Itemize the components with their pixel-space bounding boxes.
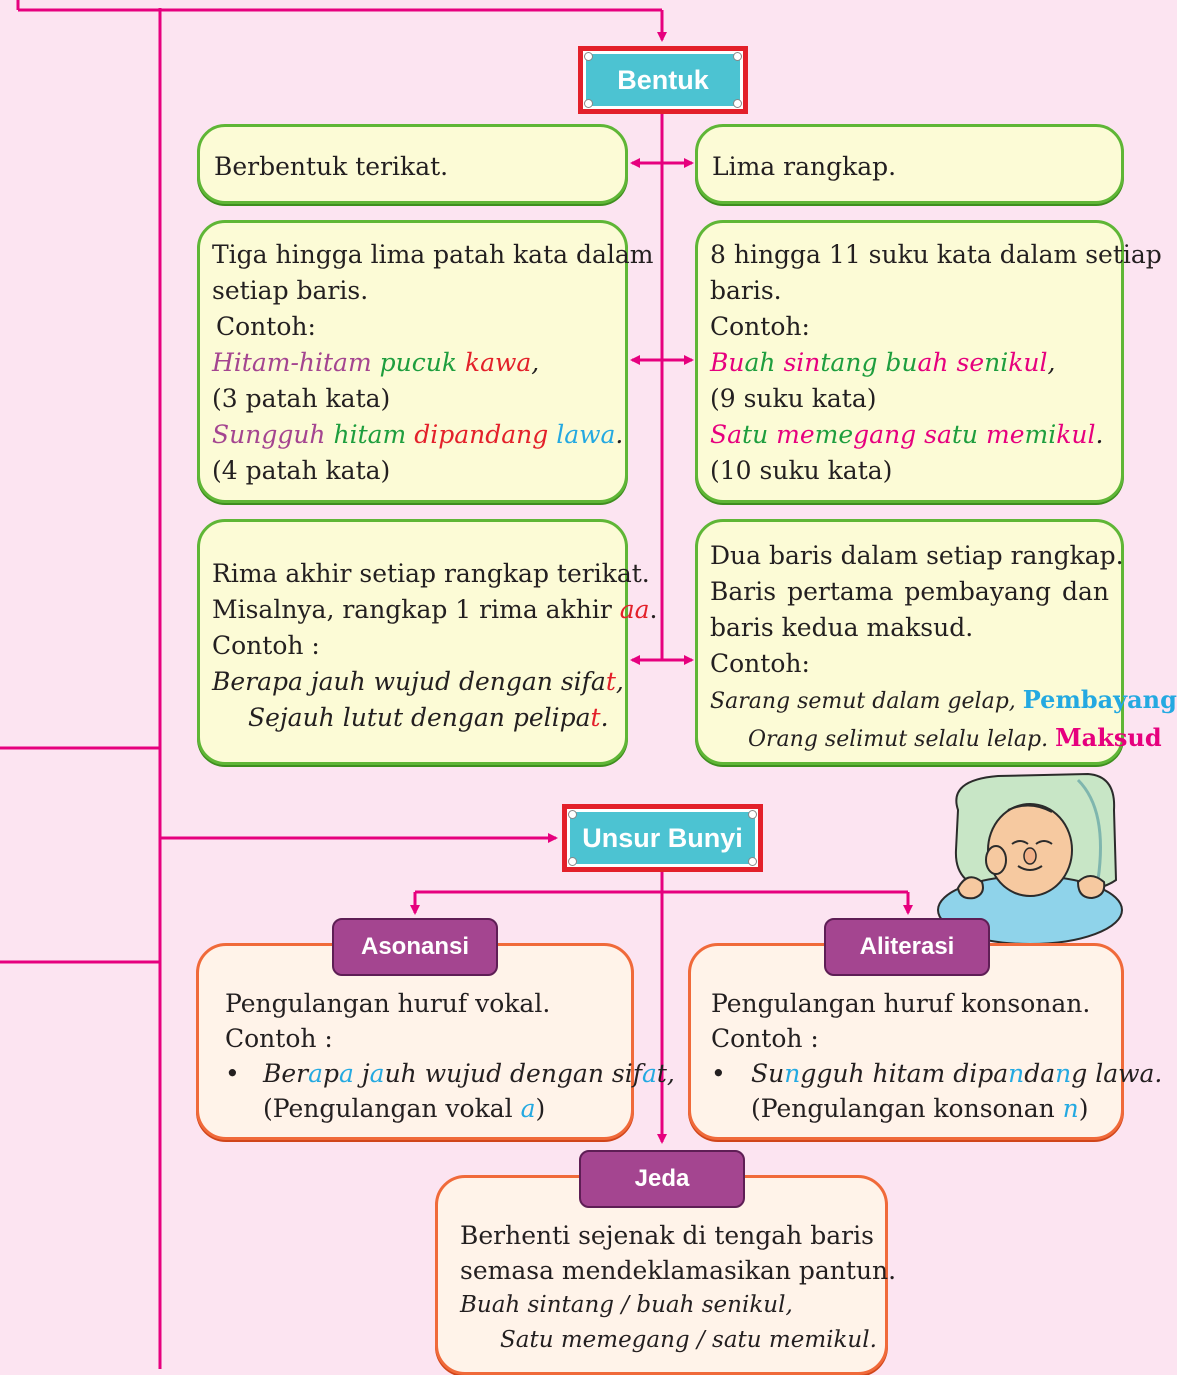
sleeping-man-illustration	[937, 772, 1123, 945]
bentuk-title: Bentuk	[617, 64, 709, 95]
box4-line1: 8 hingga 11 suku kata dalam setiap	[710, 240, 1162, 269]
box3-contoh: Contoh:	[216, 312, 316, 341]
box5-line1: Rima akhir setiap rangkap terikat.	[212, 559, 650, 588]
box6-line3: baris kedua maksud.	[710, 613, 974, 642]
aliterasi-example: •Sungguh hitam dipandang lawa.	[711, 1059, 1163, 1088]
asonansi-tag-label: Asonansi	[360, 933, 470, 960]
box5-example1: Berapa jauh wujud dengan sifat,	[212, 667, 624, 696]
jeda-example2: Satu memegang / satu memikul.	[500, 1327, 877, 1353]
aliterasi-line1: Pengulangan huruf konsonan.	[711, 989, 1091, 1018]
box6-example1: Sarang semut dalam gelap, Pembayang	[710, 685, 1177, 714]
box2-text: Lima rangkap.	[712, 152, 897, 181]
box4-contoh: Contoh:	[710, 312, 810, 341]
box4-example2: Satu memegang satu memikul.	[710, 420, 1104, 449]
box4-count2: (10 suku kata)	[710, 456, 893, 485]
box4-example1: Buah sintang buah senikul,	[710, 348, 1056, 377]
asonansi-contoh: Contoh :	[225, 1024, 333, 1053]
asonansi-example: •Berapa jauh wujud dengan sifat,	[225, 1059, 675, 1088]
aliterasi-tag-label: Aliterasi	[859, 933, 955, 960]
box6-example2: Orang selimut selalu lelap. Maksud	[748, 723, 1162, 752]
box3-line1: Tiga hingga lima patah kata dalam	[212, 240, 654, 269]
box5-contoh: Contoh :	[212, 631, 320, 660]
box-patah-kata: Tiga hingga lima patah kata dalam setiap…	[197, 220, 654, 503]
box1-text: Berbentuk terikat.	[214, 152, 449, 181]
aliterasi-box: Pengulangan huruf konsonan. Contoh : •Su…	[688, 943, 1163, 1140]
connector-lines	[0, 0, 913, 1369]
box6-contoh: Contoh:	[710, 649, 810, 678]
box3-example2: Sungguh hitam dipandang lawa.	[212, 420, 624, 449]
asonansi-tag: Asonansi	[332, 918, 498, 976]
jeda-line1: Berhenti sejenak di tengah baris	[460, 1221, 874, 1250]
box-suku-kata: 8 hingga 11 suku kata dalam setiap baris…	[695, 220, 1162, 503]
box-pembayang-maksud: Dua baris dalam setiap rangkap. Baris pe…	[695, 519, 1177, 765]
jeda-tag-label: Jeda	[634, 1165, 690, 1192]
bentuk-header: Bentuk	[578, 46, 748, 114]
jeda-box: Berhenti sejenak di tengah baris semasa …	[435, 1175, 897, 1375]
box3-count2: (4 patah kata)	[212, 456, 391, 485]
aliterasi-note: (Pengulangan konsonan n)	[751, 1094, 1089, 1123]
box3-line2: setiap baris.	[212, 276, 369, 305]
asonansi-note: (Pengulangan vokal a)	[263, 1094, 546, 1123]
box6-line2: Baris pertama pembayang dan	[710, 577, 1109, 606]
box3-count1: (3 patah kata)	[212, 384, 391, 413]
jeda-example1: Buah sintang / buah senikul,	[460, 1292, 793, 1318]
box-berbentuk-terikat: Berbentuk terikat.	[197, 124, 628, 204]
jeda-line2: semasa mendeklamasikan pantun.	[460, 1256, 897, 1285]
box4-count1: (9 suku kata)	[710, 384, 877, 413]
jeda-tag: Jeda	[579, 1150, 745, 1208]
box5-line2: Misalnya, rangkap 1 rima akhir aa.	[212, 595, 658, 624]
unsur-bunyi-header: Unsur Bunyi	[562, 804, 763, 872]
asonansi-line1: Pengulangan huruf vokal.	[225, 989, 551, 1018]
asonansi-box: Pengulangan huruf vokal. Contoh : •Berap…	[196, 943, 675, 1140]
aliterasi-tag: Aliterasi	[824, 918, 990, 976]
box3-example1: Hitam-hitam pucuk kawa,	[212, 348, 540, 377]
unsur-bunyi-title: Unsur Bunyi	[582, 822, 743, 853]
box-lima-rangkap: Lima rangkap.	[695, 124, 1124, 204]
box5-example2: Sejauh lutut dengan pelipat.	[248, 703, 609, 732]
box4-line2: baris.	[710, 276, 782, 305]
aliterasi-contoh: Contoh :	[711, 1024, 819, 1053]
box-rima-akhir: Rima akhir setiap rangkap terikat. Misal…	[197, 519, 658, 765]
box6-line1: Dua baris dalam setiap rangkap.	[710, 541, 1124, 570]
